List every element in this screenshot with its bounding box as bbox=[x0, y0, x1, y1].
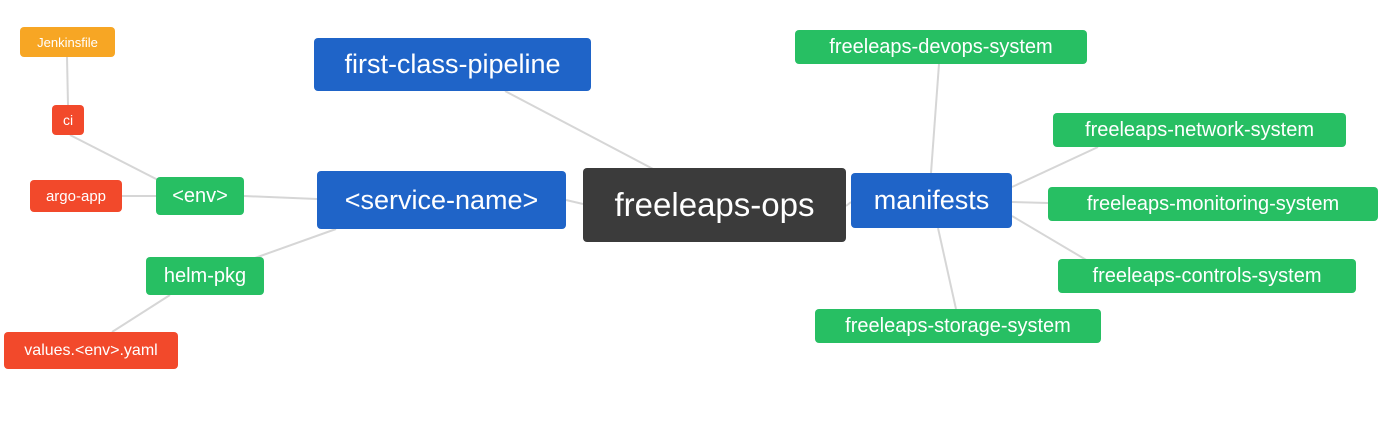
node-jenkinsfile[interactable]: Jenkinsfile bbox=[20, 27, 115, 57]
node-service-name[interactable]: <service-name> bbox=[317, 171, 566, 229]
node-freeleaps-ops[interactable]: freeleaps-ops bbox=[583, 168, 846, 242]
node-label: Jenkinsfile bbox=[37, 34, 98, 50]
edge-manifests-devops-system bbox=[930, 63, 940, 174]
node-label: first-class-pipeline bbox=[344, 49, 561, 79]
edge-env-service-name bbox=[243, 195, 318, 200]
node-label: freeleaps-storage-system bbox=[845, 314, 1071, 337]
node-freeleaps-monitoring-system[interactable]: freeleaps-monitoring-system bbox=[1048, 187, 1378, 221]
node-label: manifests bbox=[873, 185, 990, 215]
edge-ci-env bbox=[69, 134, 163, 183]
node-label: freeleaps-network-system bbox=[1085, 118, 1314, 141]
edge-service-name-helm-pkg bbox=[251, 228, 337, 260]
node-label: freeleaps-monitoring-system bbox=[1086, 192, 1340, 215]
edge-manifests-network-system bbox=[1011, 146, 1099, 188]
node-freeleaps-controls-system[interactable]: freeleaps-controls-system bbox=[1058, 259, 1356, 293]
node-env[interactable]: <env> bbox=[156, 177, 244, 215]
node-label: ci bbox=[62, 112, 74, 128]
node-argo-app[interactable]: argo-app bbox=[30, 180, 122, 212]
node-label: <service-name> bbox=[344, 184, 539, 215]
edge-helm-pkg-values-env-yaml bbox=[111, 294, 171, 333]
node-freeleaps-network-system[interactable]: freeleaps-network-system bbox=[1053, 113, 1346, 147]
edge-manifests-monitoring-system bbox=[1011, 201, 1049, 204]
edge-manifests-controls-system bbox=[1011, 215, 1089, 262]
node-label: <env> bbox=[172, 184, 228, 207]
node-label: freeleaps-ops bbox=[614, 186, 815, 223]
node-ci[interactable]: ci bbox=[52, 105, 84, 135]
node-freeleaps-storage-system[interactable]: freeleaps-storage-system bbox=[815, 309, 1101, 343]
edge-freeleaps-ops-manifests bbox=[845, 201, 852, 207]
node-label: helm-pkg bbox=[163, 264, 247, 287]
node-first-class-pipeline[interactable]: first-class-pipeline bbox=[314, 38, 591, 91]
node-label: freeleaps-controls-system bbox=[1092, 264, 1322, 287]
node-label: freeleaps-devops-system bbox=[829, 35, 1053, 58]
edge-jenkinsfile-ci bbox=[66, 56, 69, 106]
edge-first-class-pipeline-freeleaps-ops bbox=[504, 90, 656, 171]
edge-manifests-storage-system bbox=[937, 227, 957, 310]
node-values-env-yaml[interactable]: values.<env>.yaml bbox=[4, 332, 178, 369]
edge-service-name-freeleaps-ops bbox=[565, 199, 584, 205]
node-helm-pkg[interactable]: helm-pkg bbox=[146, 257, 264, 295]
node-freeleaps-devops-system[interactable]: freeleaps-devops-system bbox=[795, 30, 1087, 64]
node-manifests[interactable]: manifests bbox=[851, 173, 1012, 228]
node-label: values.<env>.yaml bbox=[24, 341, 158, 359]
node-label: argo-app bbox=[45, 187, 107, 205]
